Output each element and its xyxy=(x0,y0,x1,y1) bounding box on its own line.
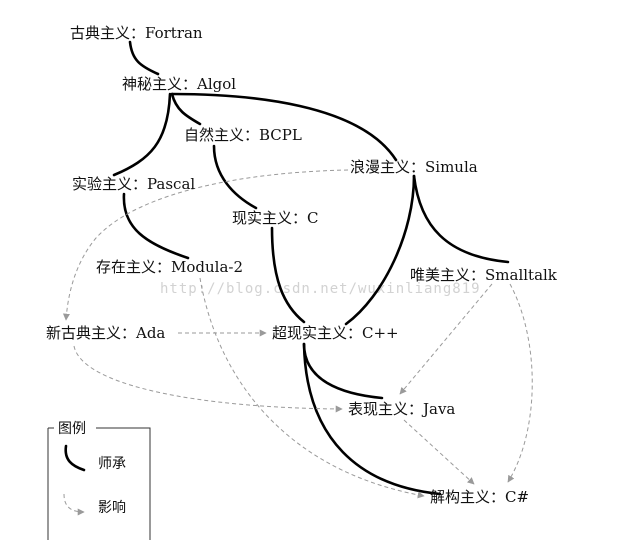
legend: 图例 师承 影响 xyxy=(47,421,151,540)
influence-ada-java xyxy=(73,345,343,413)
edge-algol-pascal xyxy=(112,92,172,177)
node-cpp: 超现实主义：C++ xyxy=(272,324,399,342)
influence-modula2-csharp xyxy=(199,277,425,499)
edge-simula-smalltalk xyxy=(412,174,510,264)
edge-cpp-csharp xyxy=(302,342,442,496)
node-fortran: 古典主义：Fortran xyxy=(70,24,203,42)
legend-mentor-line xyxy=(64,444,86,472)
edge-pascal-modula2 xyxy=(122,192,190,260)
watermark: http://blog.csdn.net/wuxinliang819 xyxy=(160,281,481,297)
edge-cpp-java xyxy=(302,342,384,400)
language-nodes: 古典主义：Fortran 神秘主义：Algol 自然主义：BCPL 浪漫主义：S… xyxy=(46,24,558,506)
node-simula: 浪漫主义：Simula xyxy=(350,158,478,176)
legend-title: 图例 xyxy=(58,421,86,437)
edge-c-cpp xyxy=(270,226,306,324)
edge-simula-cpp xyxy=(344,174,416,326)
edge-algol-bcpl xyxy=(170,92,202,126)
influence-java-csharp xyxy=(403,419,475,485)
node-c: 现实主义：C xyxy=(232,209,318,227)
legend-influence-line xyxy=(63,493,85,516)
edge-bcpl-c xyxy=(212,144,258,210)
node-modula2: 存在主义：Modula-2 xyxy=(96,258,243,276)
node-pascal: 实验主义：Pascal xyxy=(72,175,195,193)
influence-smalltalk-csharp xyxy=(507,283,533,483)
influence-smalltalk-java xyxy=(399,283,493,395)
node-java: 表现主义：Java xyxy=(348,400,455,418)
legend-frame xyxy=(47,427,151,540)
node-algol: 神秘主义：Algol xyxy=(122,75,236,93)
influence-simula-ada xyxy=(62,169,349,321)
legend-influence-label: 影响 xyxy=(98,500,126,516)
node-csharp: 解构主义：C# xyxy=(430,488,529,506)
node-ada: 新古典主义：Ada xyxy=(46,324,165,342)
edge-algol-simula xyxy=(170,92,398,162)
mentor-edges xyxy=(112,40,510,496)
node-smalltalk: 唯美主义：Smalltalk xyxy=(410,266,558,284)
legend-mentor-label: 师承 xyxy=(98,456,126,472)
node-bcpl: 自然主义：BCPL xyxy=(184,126,302,144)
influence-edges xyxy=(62,169,533,499)
edge-fortran-algol xyxy=(128,40,160,76)
